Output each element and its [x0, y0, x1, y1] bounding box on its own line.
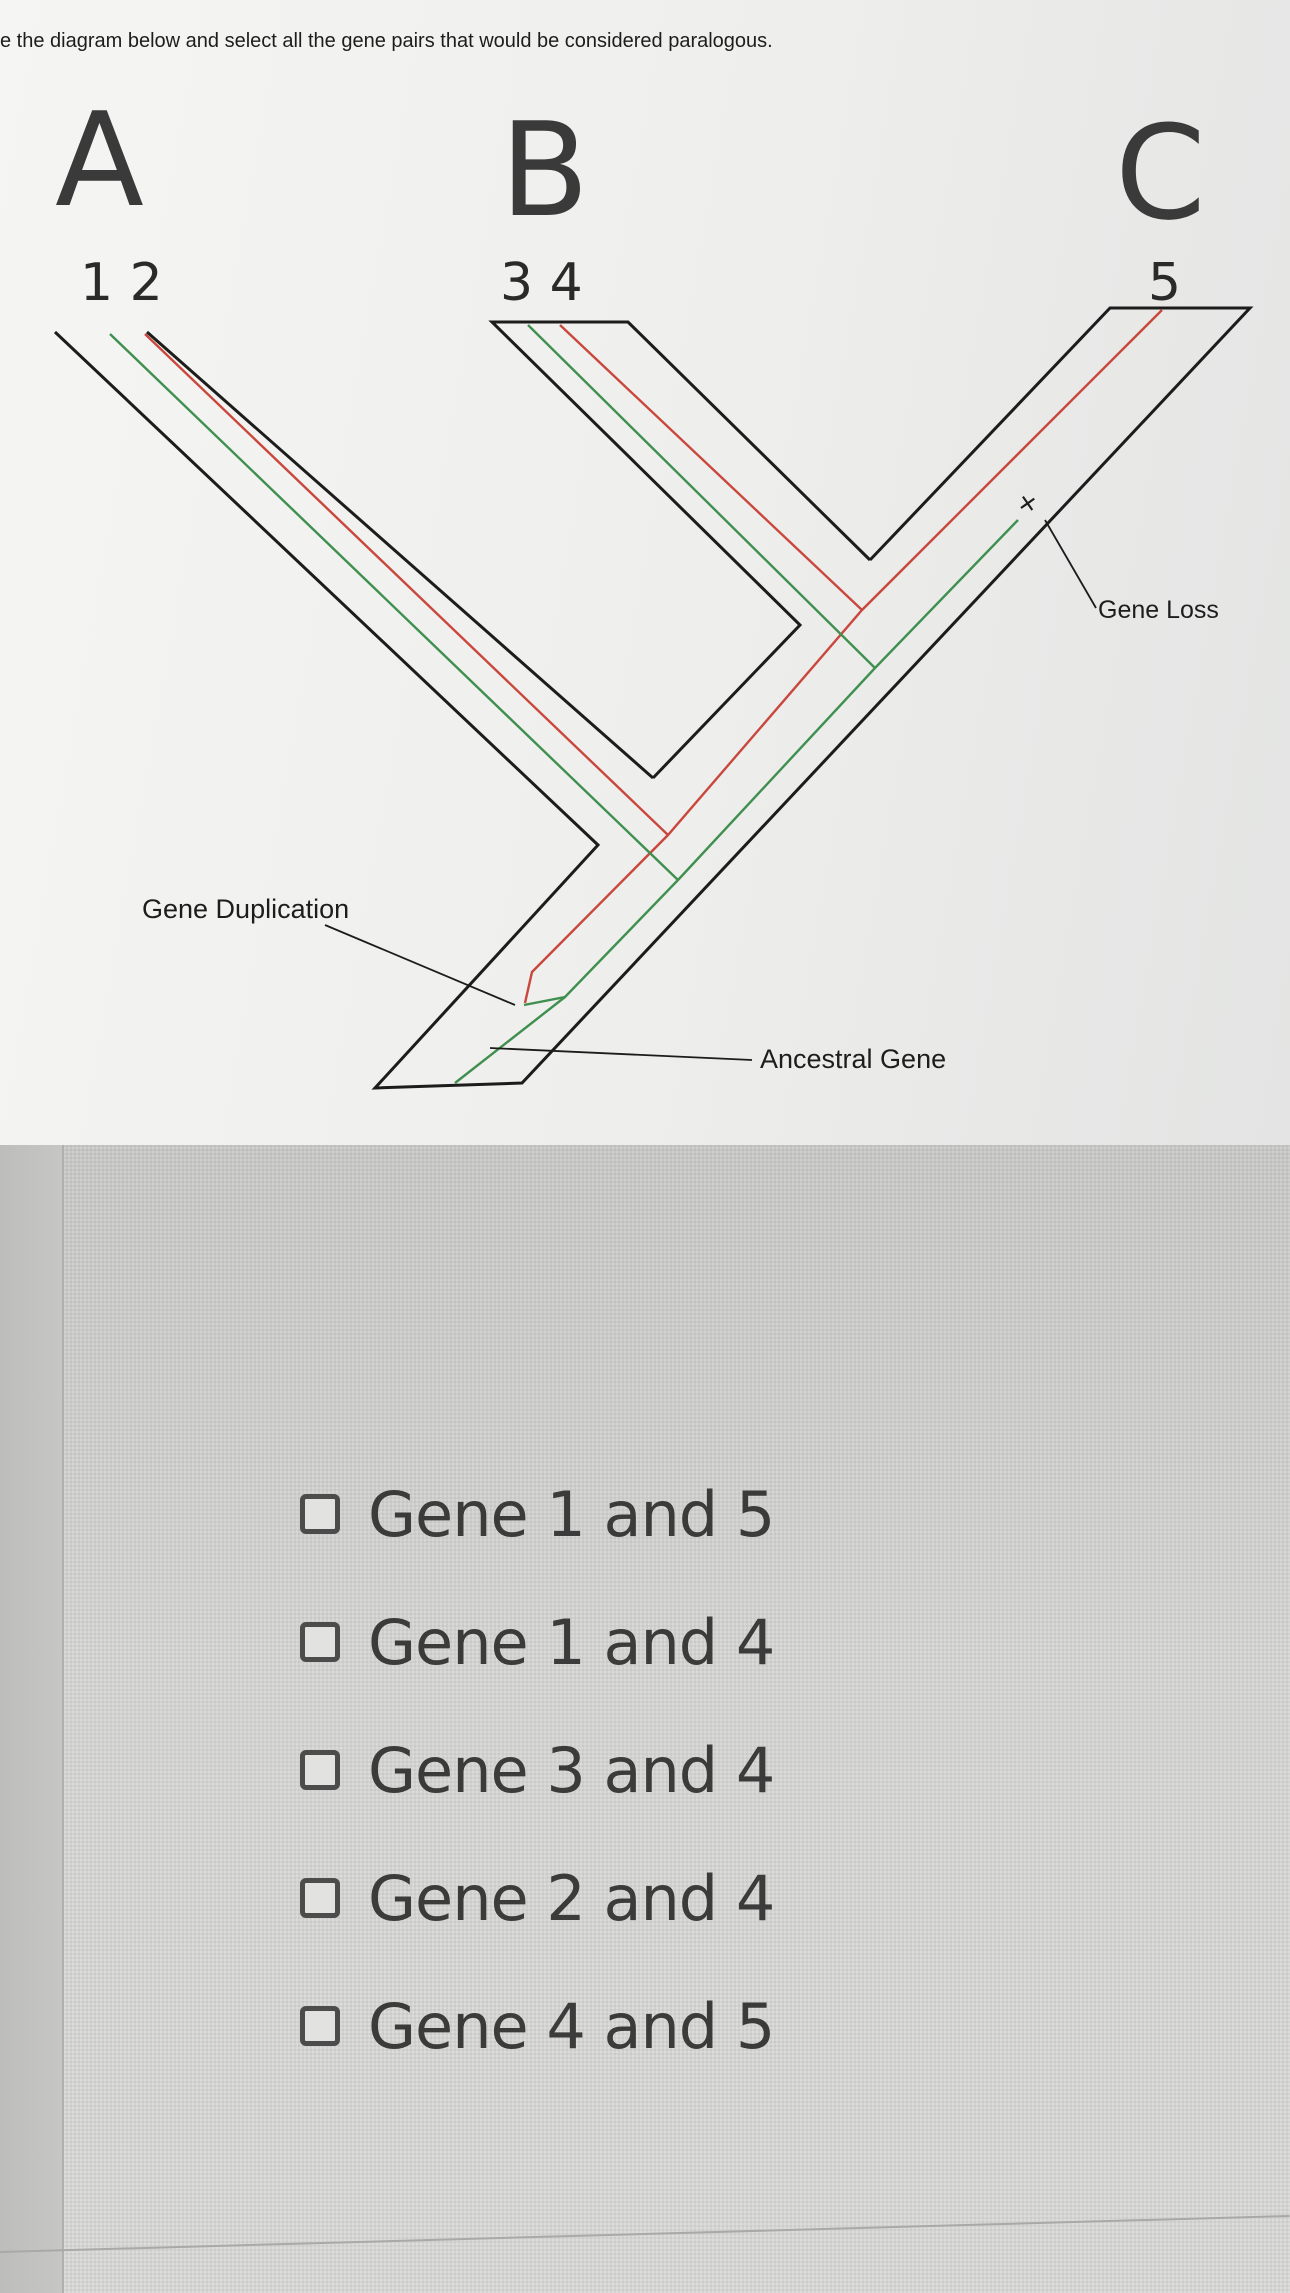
gene-loss-leader [1044, 519, 1097, 609]
screen-bottom-edge [0, 2214, 1290, 2253]
gene-duplication-leader [324, 924, 516, 1006]
option-5-checkbox[interactable] [300, 2006, 340, 2046]
species-label-a: A [55, 84, 144, 236]
question-prompt: e the diagram below and select all the g… [0, 30, 773, 52]
option-4-label: Gene 2 and 4 [368, 1861, 775, 1935]
ancestral-gene-leader [489, 1047, 753, 1061]
ancestral-gene-label: Ancestral Gene [760, 1044, 946, 1074]
gene-tree-diagram: A B C 1 2 3 4 5 [53, 84, 1254, 1090]
option-gene-1-and-5[interactable]: Gene 1 and 5 [300, 1450, 775, 1578]
gene-numbers-c: 5 [1148, 253, 1181, 313]
option-3-checkbox[interactable] [300, 1750, 340, 1790]
option-5-label: Gene 4 and 5 [368, 1989, 775, 2063]
option-2-label: Gene 1 and 4 [368, 1605, 775, 1679]
option-gene-1-and-4[interactable]: Gene 1 and 4 [300, 1578, 775, 1706]
species-tree-outline [53, 306, 1254, 1090]
answer-options: Gene 1 and 5 Gene 1 and 4 Gene 3 and 4 G… [300, 1450, 775, 2090]
option-gene-4-and-5[interactable]: Gene 4 and 5 [300, 1962, 775, 2090]
species-label-b: B [500, 94, 589, 246]
screen-left-edge [0, 1145, 64, 2293]
gene-numbers-b: 3 4 [500, 253, 583, 313]
option-2-checkbox[interactable] [300, 1622, 340, 1662]
red-gene-lineage [144, 309, 1163, 1004]
gene-numbers-a: 1 2 [80, 253, 163, 313]
green-gene-lineage [109, 324, 1019, 1084]
question-panel: e the diagram below and select all the g… [0, 0, 1290, 1145]
option-gene-3-and-4[interactable]: Gene 3 and 4 [300, 1706, 775, 1834]
option-1-label: Gene 1 and 5 [368, 1477, 775, 1551]
answers-panel: Gene 1 and 5 Gene 1 and 4 Gene 3 and 4 G… [0, 1145, 1290, 2293]
species-label-c: C [1115, 97, 1206, 249]
option-gene-2-and-4[interactable]: Gene 2 and 4 [300, 1834, 775, 1962]
option-3-label: Gene 3 and 4 [368, 1733, 775, 1807]
option-1-checkbox[interactable] [300, 1494, 340, 1534]
gene-duplication-label: Gene Duplication [142, 894, 349, 924]
option-4-checkbox[interactable] [300, 1878, 340, 1918]
gene-loss-marker: + [1010, 485, 1045, 522]
gene-loss-label: Gene Loss [1098, 596, 1219, 624]
